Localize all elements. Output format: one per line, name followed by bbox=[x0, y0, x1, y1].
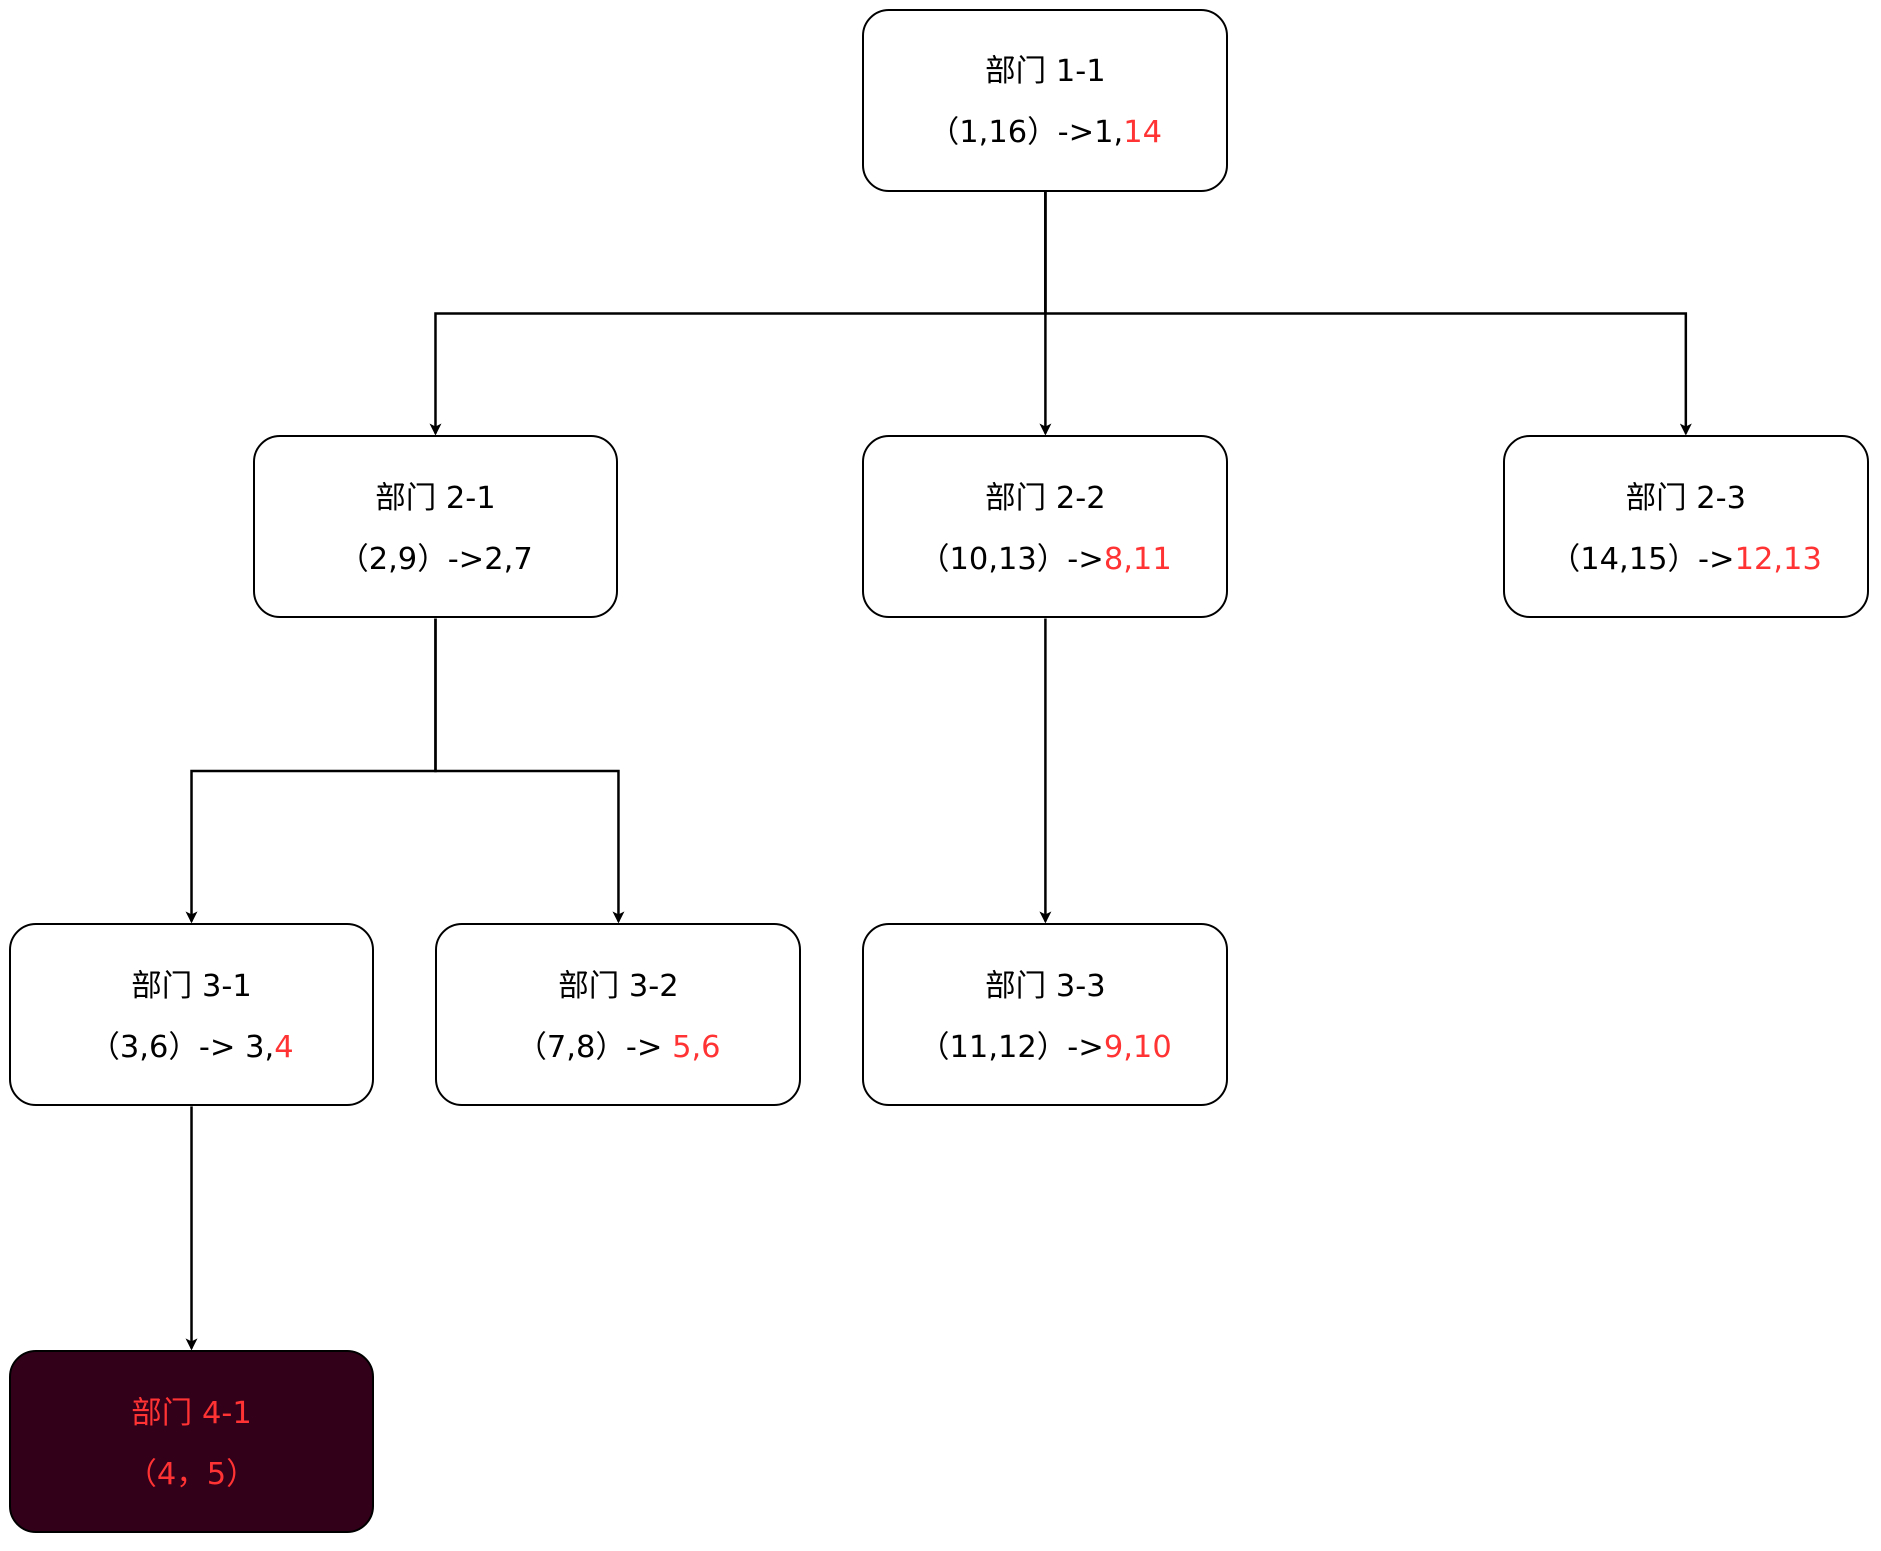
new-value: 14 bbox=[1123, 115, 1163, 151]
arrow-text: ->1, bbox=[1057, 115, 1124, 151]
node-title: 部门 1-1 bbox=[985, 54, 1106, 90]
original-range: （14,15） bbox=[1549, 541, 1699, 577]
node-range-line: （3,6）-> 3,4 bbox=[11, 1017, 373, 1078]
edge-1-1-to-2-3 bbox=[1044, 191, 1692, 436]
node-range-line: （2,9）->2,7 bbox=[255, 529, 617, 590]
node-title: 部门 3-2 bbox=[558, 968, 679, 1004]
edge-2-1-to-3-2 bbox=[434, 618, 625, 924]
edge-1-1-to-2-1 bbox=[429, 191, 1047, 436]
arrow-text: -> 3, bbox=[198, 1029, 275, 1065]
arrow-text: -> bbox=[1067, 1029, 1104, 1065]
node-title: 部门 3-3 bbox=[985, 968, 1106, 1004]
node-dept-2-1[interactable]: 部门 2-1 （2,9）->2,7 bbox=[252, 435, 619, 619]
new-value: 5,6 bbox=[672, 1029, 721, 1065]
node-title: 部门 2-1 bbox=[375, 480, 496, 516]
node-range-line: （7,8）-> 5,6 bbox=[437, 1017, 799, 1078]
node-title: 部门 2-2 bbox=[985, 480, 1106, 516]
node-range-line: （4，5） bbox=[11, 1444, 373, 1505]
arrow-text: -> bbox=[1698, 541, 1735, 577]
original-range: （11,12） bbox=[919, 1029, 1068, 1065]
node-dept-3-3[interactable]: 部门 3-3 （11,12）->9,10 bbox=[862, 923, 1229, 1107]
new-value: 12,13 bbox=[1734, 541, 1822, 577]
node-range-line: （1,16）->1,14 bbox=[864, 102, 1226, 163]
new-value: 9,10 bbox=[1103, 1029, 1172, 1065]
node-dept-2-3[interactable]: 部门 2-3 （14,15）->12,13 bbox=[1502, 435, 1869, 619]
node-range-line: （14,15）->12,13 bbox=[1505, 529, 1867, 590]
node-title: 部门 3-1 bbox=[131, 968, 252, 1004]
original-range: （4，5） bbox=[126, 1456, 257, 1492]
arrow-text: -> bbox=[1067, 541, 1104, 577]
arrow-text: ->2,7 bbox=[447, 541, 533, 577]
original-range: （2,9） bbox=[338, 541, 448, 577]
original-range: （7,8） bbox=[516, 1029, 626, 1065]
node-dept-3-2[interactable]: 部门 3-2 （7,8）-> 5,6 bbox=[435, 923, 802, 1107]
original-range: （3,6） bbox=[89, 1029, 199, 1065]
node-range-line: （10,13）->8,11 bbox=[864, 529, 1226, 590]
edge-2-1-to-3-1 bbox=[185, 618, 437, 924]
original-range: （1,16） bbox=[928, 115, 1058, 151]
original-range: （10,13） bbox=[919, 541, 1068, 577]
node-title: 部门 2-3 bbox=[1625, 480, 1747, 516]
node-dept-4-1[interactable]: 部门 4-1 （4，5） bbox=[8, 1350, 375, 1534]
new-value: 8,11 bbox=[1103, 541, 1172, 577]
node-title: 部门 4-1 bbox=[131, 1395, 252, 1431]
arrow-text: -> bbox=[625, 1029, 673, 1065]
node-dept-3-1[interactable]: 部门 3-1 （3,6）-> 3,4 bbox=[8, 923, 375, 1107]
node-dept-1-1[interactable]: 部门 1-1 （1,16）->1,14 bbox=[862, 8, 1229, 192]
node-range-line: （11,12）->9,10 bbox=[864, 1017, 1226, 1078]
new-value: 4 bbox=[274, 1029, 294, 1065]
node-dept-2-2[interactable]: 部门 2-2 （10,13）->8,11 bbox=[862, 435, 1229, 619]
